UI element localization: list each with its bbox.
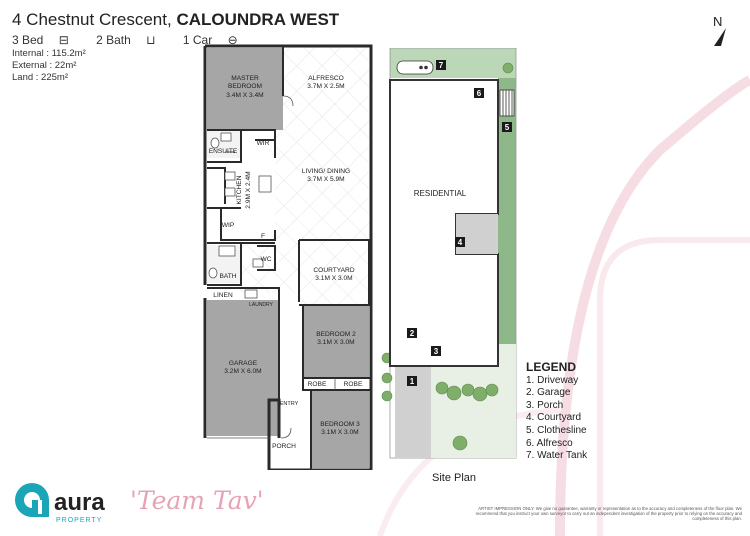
property-address: 4 Chestnut Crescent, CALOUNDRA WEST (12, 10, 339, 30)
area-summary: Internal : 115.2m² External : 22m² Land … (12, 48, 86, 84)
internal-area: Internal : 115.2m² (12, 48, 86, 59)
north-label: N (713, 14, 722, 29)
wir-label: WIR (257, 140, 270, 147)
street-address: 4 Chestnut Crescent, (12, 10, 172, 29)
bath-count: 2 Bath ⊔ (96, 33, 167, 47)
bedroom-2-dims: 3.1M X 3.0M (317, 339, 354, 346)
car-label: 1 Car (182, 33, 213, 47)
living-dining-label: LIVING/ DINING (302, 168, 350, 175)
porch-label: PORCH (272, 443, 296, 450)
bath-icon: ⊔ (146, 33, 156, 47)
entry-label: ENTRY (280, 401, 299, 407)
master-bedroom-dims: 3.4M X 3.4M (226, 92, 263, 99)
bed-label: 3 Bed (12, 33, 44, 47)
brand-name: aura (54, 489, 105, 516)
disclaimer-text: ARTIST IMPRESSION ONLY. We give no guara… (475, 506, 742, 522)
courtyard-dims: 3.1M X 3.0M (315, 275, 352, 282)
land-area: Land : 225m² (12, 72, 68, 83)
courtyard-tiles (299, 245, 369, 305)
alfresco-label: ALFRESCO (308, 75, 344, 82)
marker-water-tank: 7 (439, 61, 444, 70)
alfresco-dims: 3.7M X 2.5M (307, 83, 344, 90)
courtyard-label: COURTYARD (313, 267, 354, 274)
suburb-name: CALOUNDRA WEST (176, 10, 340, 29)
legend-item: 6. Alfresco (526, 437, 573, 449)
brand-sub: PROPERTY (56, 517, 102, 524)
bedroom-2-label: BEDROOM 2 (316, 331, 356, 338)
site-plan: RESIDENTIAL 1 2 3 4 5 6 7 (381, 48, 517, 459)
bath-label: BATH (219, 273, 236, 280)
marker-garage: 2 (410, 329, 415, 338)
aura-logo: aura PROPERTY (15, 483, 105, 524)
robe-label-1: ROBE (308, 381, 327, 388)
marker-porch: 3 (434, 347, 439, 356)
north-arrow-icon: N (713, 14, 726, 46)
wc-label: WC (261, 256, 272, 263)
kitchen-dims: 2.9M X 2.4M (245, 171, 252, 208)
water-tank (396, 60, 434, 75)
master-bedroom-label: MASTER (231, 75, 259, 82)
laundry-label: LAUNDRY (249, 302, 273, 308)
fridge-label: F (261, 233, 265, 240)
marker-clothesline: 5 (505, 123, 510, 132)
floor-plan: MASTER BEDROOM 3.4M X 3.4M ALFRESCO 3.7M… (203, 44, 373, 470)
linen-label: LINEN (213, 292, 233, 299)
property-specs: 3 Bed ⊟ 2 Bath ⊔ 1 Car ⊖ (12, 33, 262, 47)
bedroom-3-label: BEDROOM 3 (320, 421, 360, 428)
living-dining-dims: 3.7M X 5.9M (307, 176, 344, 183)
car-count: 1 Car ⊖ (183, 33, 250, 47)
team-tagline: 'Team Tav' (130, 486, 264, 515)
residential-label: RESIDENTIAL (414, 189, 467, 198)
kitchen-label: KITCHEN (236, 175, 243, 204)
legend-item: 2. Garage (526, 387, 571, 399)
legend: LEGEND 1. Driveway 2. Garage 3. Porch 4.… (526, 361, 587, 463)
legend-title: LEGEND (526, 360, 577, 374)
legend-item: 5. Clothesline (526, 424, 587, 436)
legend-item: 1. Driveway (526, 374, 579, 386)
bedroom-3-dims: 3.1M X 3.0M (321, 429, 358, 436)
bedroom-2-room (303, 305, 369, 377)
external-area: External : 22m² (12, 60, 77, 71)
legend-item: 7. Water Tank (526, 450, 588, 462)
clothesline-icon (499, 89, 515, 117)
site-plan-label: Site Plan (432, 472, 477, 484)
master-bedroom-room (207, 48, 283, 130)
marker-driveway: 1 (410, 377, 415, 386)
garage-label: GARAGE (229, 360, 258, 367)
car-icon: ⊖ (227, 33, 238, 47)
garage-room (207, 300, 279, 436)
robe-label-2: ROBE (344, 381, 363, 388)
marker-alfresco: 6 (477, 89, 482, 98)
ensuite-label: ENSUITE (209, 148, 238, 155)
legend-item: 4. Courtyard (526, 412, 582, 424)
bath-label: 2 Bath (96, 33, 131, 47)
bedroom-3-room (311, 390, 369, 468)
bed-count: 3 Bed ⊟ (12, 33, 81, 47)
courtyard-area (456, 214, 498, 254)
garage-dims: 3.2M X 6.0M (224, 368, 261, 375)
master-bedroom-label-2: BEDROOM (228, 83, 262, 90)
wip-label: WIP (222, 222, 235, 229)
legend-item: 3. Porch (526, 399, 564, 411)
bed-icon: ⊟ (58, 33, 69, 47)
marker-courtyard: 4 (458, 238, 463, 247)
